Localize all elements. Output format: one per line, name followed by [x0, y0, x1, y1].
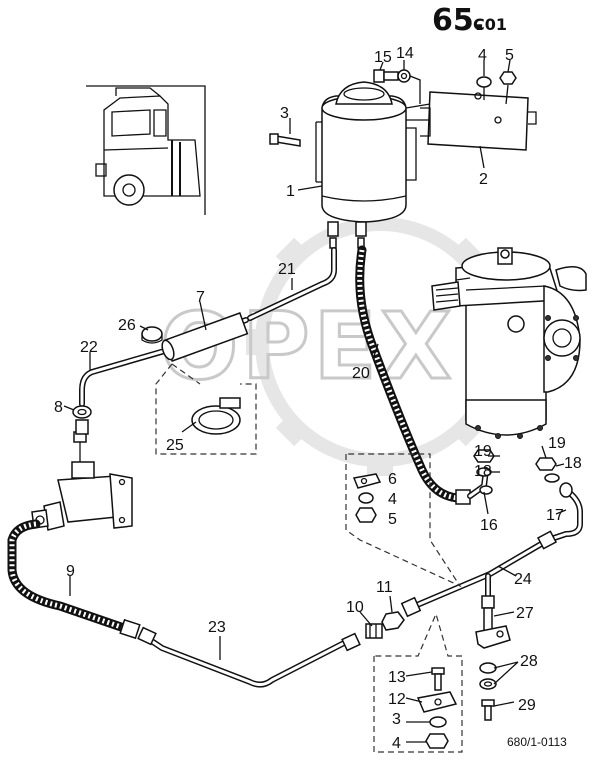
callout-3-lower: 3: [392, 711, 401, 728]
bolt-15: [373, 69, 399, 83]
callout-5-mid: 5: [388, 511, 397, 528]
truck-location-inset: [86, 85, 206, 215]
callout-19-right: 19: [548, 435, 566, 452]
title-suffix: C01: [473, 15, 507, 34]
callout-7: 7: [196, 289, 205, 306]
callout-4: 4: [478, 47, 487, 64]
clip-detail-upper: [345, 453, 462, 588]
pipe-17: [545, 482, 583, 543]
document-code: 680/1-0113: [507, 735, 567, 749]
bolt-3: [269, 133, 301, 147]
callout-2: 2: [479, 171, 488, 188]
callout-18-right: 18: [564, 455, 582, 472]
callout-4-lower: 4: [392, 735, 401, 752]
leader-lines: [63, 59, 567, 743]
callout-15: 15: [374, 49, 392, 66]
callout-25: 25: [166, 437, 184, 454]
hose-clamp-detail: [155, 363, 257, 455]
adapter-10: [365, 623, 383, 639]
clip-12: [416, 691, 458, 713]
callout-28: 28: [520, 653, 538, 670]
truck-icon: [95, 87, 201, 206]
title-main: 65.: [432, 3, 485, 38]
callout-8: 8: [54, 399, 63, 416]
reservoir-bracket: [405, 91, 537, 151]
callout-4-mid: 4: [388, 491, 397, 508]
callout-16: 16: [480, 517, 498, 534]
callout-1: 1: [286, 183, 295, 200]
pipe-23: [137, 626, 361, 688]
callout-23: 23: [208, 619, 226, 636]
callout-18-left: 18: [474, 463, 492, 480]
nut-5-top: [499, 71, 517, 85]
washer-3-lower: [429, 716, 447, 728]
nut-5-mid: [355, 507, 377, 523]
pipe-22: [79, 317, 249, 407]
callout-11: 11: [376, 579, 393, 596]
clip-detail-lower: [373, 612, 463, 753]
washer-4-top: [476, 76, 492, 88]
bolt-29: [481, 699, 495, 721]
fittings-18-19-right: [535, 457, 560, 483]
steering-pump: [31, 431, 133, 531]
washer-14: [397, 69, 411, 83]
nut-11: [381, 611, 405, 631]
callouts: 1 2 3 3 4 4 4 5 5 6 7 8 9 10 11 12 13 14…: [54, 45, 582, 752]
washers-28: [479, 662, 497, 690]
hose-9: [7, 519, 141, 640]
callout-3: 3: [280, 105, 289, 122]
callout-6: 6: [388, 471, 397, 488]
callout-20: 20: [352, 365, 370, 382]
nut-4-lower: [425, 733, 449, 749]
callout-13: 13: [388, 669, 406, 686]
hose-clamp-25: [191, 397, 241, 435]
callout-24: 24: [514, 571, 532, 588]
pipe-21: [247, 247, 337, 321]
pipe-24: [400, 530, 558, 618]
fitting-8: [72, 405, 92, 435]
callout-26: 26: [118, 317, 136, 334]
pressure-switch-27: [475, 573, 511, 649]
washer-4-mid: [358, 492, 374, 504]
page-title: 65. C01: [432, 3, 507, 38]
callout-17: 17: [546, 507, 564, 524]
callout-12: 12: [388, 691, 406, 708]
callout-19-left: 19: [474, 443, 492, 460]
callout-22: 22: [80, 339, 98, 356]
callout-21: 21: [278, 261, 296, 278]
clip-6: [352, 473, 382, 489]
hose-7: [161, 312, 249, 362]
callout-27: 27: [516, 605, 534, 622]
callout-10: 10: [346, 599, 364, 616]
steering-gear: [431, 247, 587, 439]
callout-9: 9: [66, 563, 75, 580]
callout-5: 5: [505, 47, 514, 64]
callout-29: 29: [518, 697, 536, 714]
clip-26: [141, 326, 163, 344]
bolt-13: [431, 667, 445, 691]
reservoir-fasteners: [269, 69, 517, 147]
callout-14: 14: [396, 45, 414, 62]
